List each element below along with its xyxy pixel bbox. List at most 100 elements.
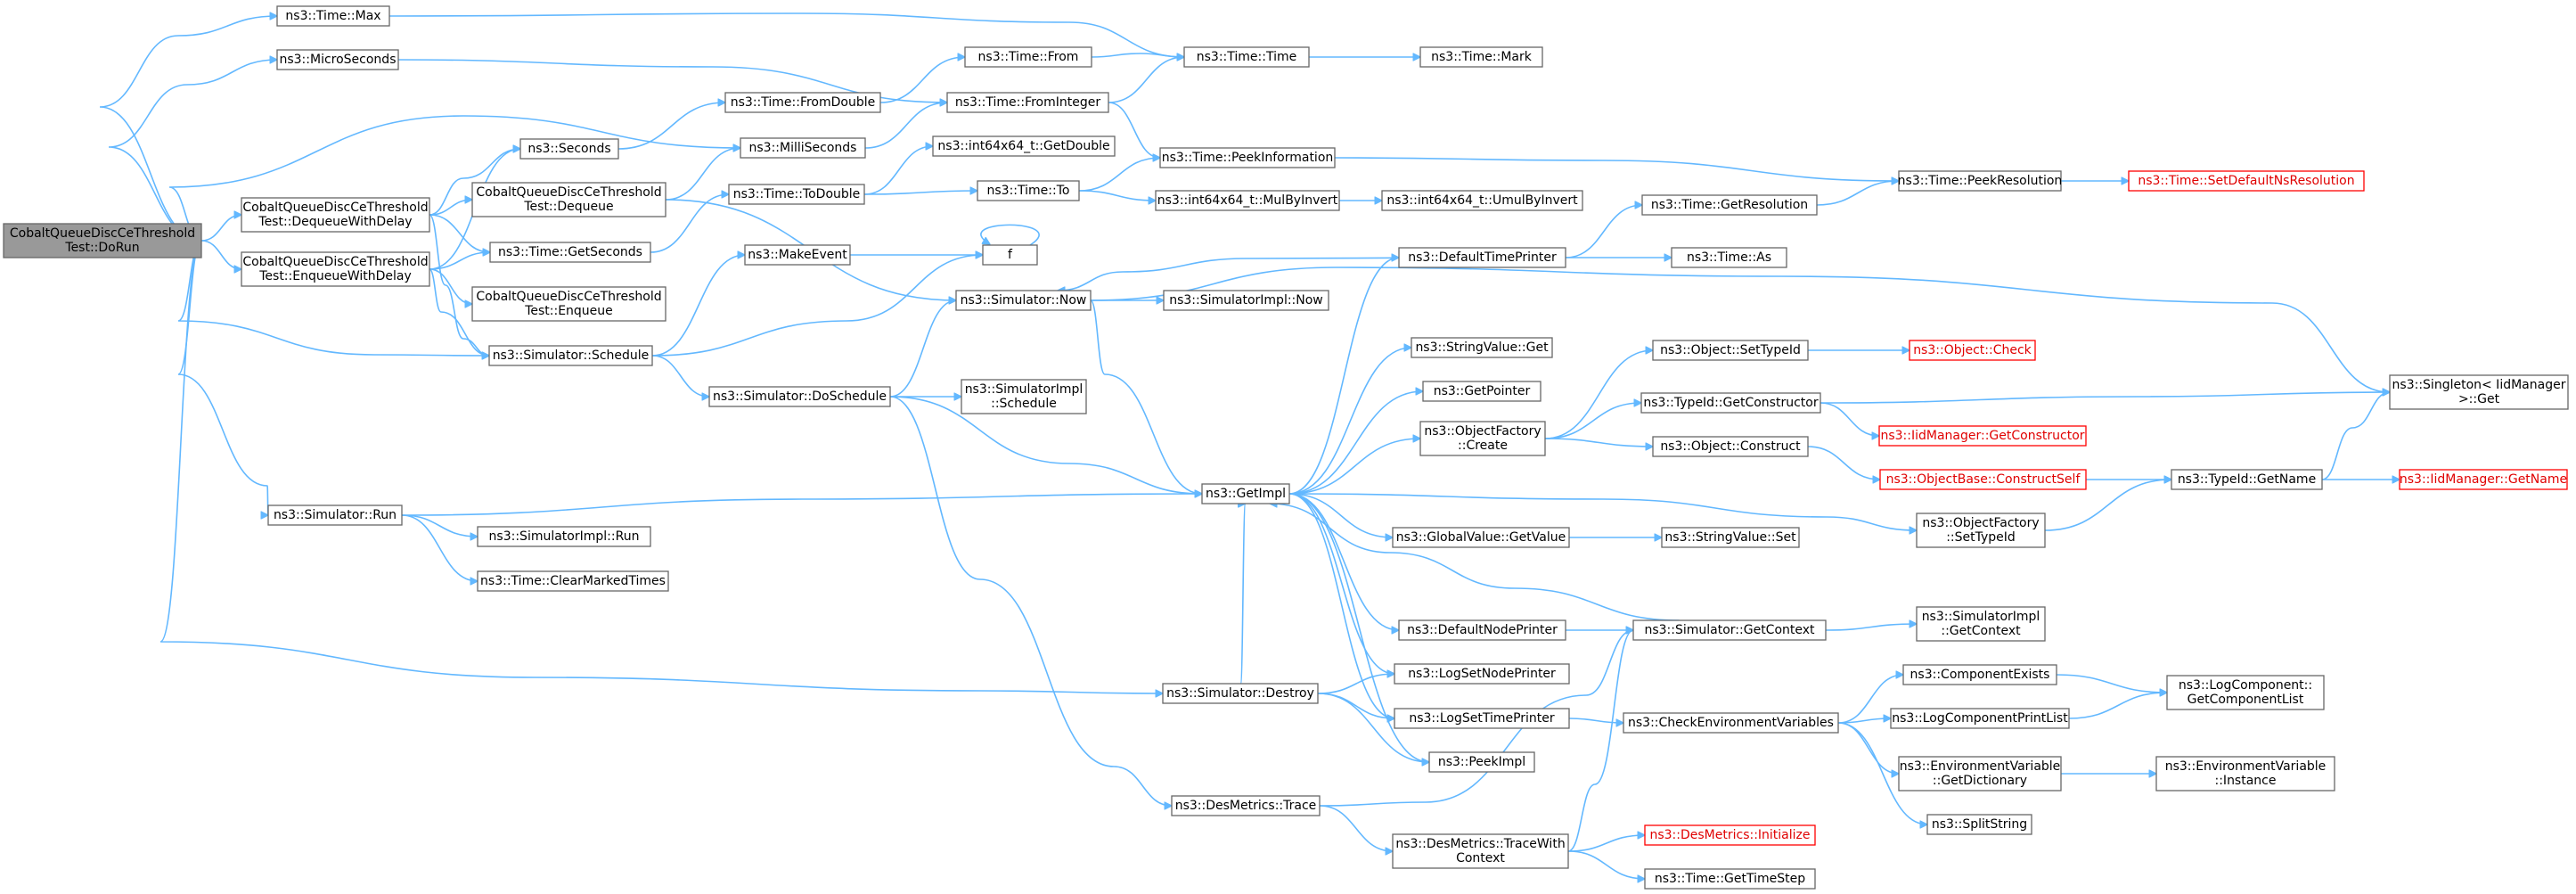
node-iid-get-name[interactable]: ns3::IidManager::GetName — [2399, 469, 2568, 490]
node-label: ::GetContext — [1941, 624, 2021, 638]
node-str-val-get[interactable]: ns3::StringValue::Get — [1411, 337, 1553, 358]
node-label: f — [1008, 248, 1013, 262]
node-peek-info[interactable]: ns3::Time::PeekInformation — [1159, 147, 1336, 168]
node-des-trace[interactable]: ns3::DesMetrics::Trace — [1171, 795, 1321, 816]
node-str-val-set[interactable]: ns3::StringValue::Set — [1661, 527, 1800, 548]
node-type-id-get-name[interactable]: ns3::TypeId::GetName — [2171, 469, 2323, 490]
node-label: ns3::LogSetNodePrinter — [1408, 667, 1556, 681]
node-env-get-dict[interactable]: ns3::EnvironmentVariable::GetDictionary — [1898, 756, 2062, 791]
node-def-node-printer[interactable]: ns3::DefaultNodePrinter — [1398, 619, 1566, 641]
node-time-time[interactable]: ns3::Time::Time — [1183, 46, 1310, 68]
node-box — [1623, 712, 1839, 734]
node-get-impl[interactable]: ns3::GetImpl — [1201, 483, 1290, 504]
node-impl-schedule[interactable]: ns3::SimulatorImpl::Schedule — [961, 379, 1087, 414]
node-get-resolution[interactable]: ns3::Time::GetResolution — [1641, 194, 1818, 216]
node-do-schedule[interactable]: ns3::Simulator::DoSchedule — [708, 386, 891, 407]
node-max[interactable]: ns3::Time::Max — [276, 5, 390, 27]
node-box — [955, 290, 1092, 311]
node-impl-get-context[interactable]: ns3::SimulatorImpl::GetContext — [1916, 606, 2046, 642]
node-global-get-value[interactable]: ns3::GlobalValue::GetValue — [1392, 527, 1570, 548]
node-mul-by-invert[interactable]: ns3::int64x64_t::MulByInvert — [1155, 190, 1340, 211]
node-now[interactable]: ns3::Simulator::Now — [955, 290, 1092, 311]
call-edge — [1288, 493, 1394, 674]
call-edge — [388, 12, 1184, 57]
node-env-instance[interactable]: ns3::EnvironmentVariable::Instance — [2155, 756, 2335, 791]
node-log-set-node[interactable]: ns3::LogSetNodePrinter — [1394, 663, 1570, 685]
node-label: GetComponentList — [2188, 693, 2304, 707]
node-type-id-get-ctor[interactable]: ns3::TypeId::GetConstructor — [1640, 392, 1821, 414]
node-box — [2171, 469, 2323, 490]
call-edge — [401, 514, 478, 581]
node-destroy[interactable]: ns3::Simulator::Destroy — [1162, 683, 1319, 704]
node-get-double[interactable]: ns3::int64x64_t::GetDouble — [932, 135, 1116, 157]
node-umul-by-invert[interactable]: ns3::int64x64_t::UmulByInvert — [1381, 190, 1583, 211]
node-from-integer[interactable]: ns3::Time::FromInteger — [946, 92, 1109, 113]
call-edge — [1078, 190, 1156, 201]
node-get-time-step[interactable]: ns3::Time::GetTimeStep — [1644, 868, 1816, 890]
node-label: ns3::DesMetrics::Trace — [1175, 799, 1317, 813]
node-box — [1909, 340, 2036, 361]
node-label: ns3::GetPointer — [1434, 384, 1531, 398]
edge-layer — [99, 12, 2400, 879]
node-des-init[interactable]: ns3::DesMetrics::Initialize — [1644, 824, 1816, 846]
call-edge — [1090, 267, 2390, 392]
node-obj-construct[interactable]: ns3::Object::Construct — [1652, 436, 1809, 457]
node-iid-get-ctor[interactable]: ns3::IidManager::GetConstructor — [1878, 425, 2087, 447]
node-impl-now[interactable]: ns3::SimulatorImpl::Now — [1163, 290, 1329, 311]
node-label: ns3::DesMetrics::TraceWith — [1395, 837, 1565, 851]
node-box — [477, 526, 651, 547]
node-get-pointer[interactable]: ns3::GetPointer — [1422, 381, 1542, 402]
node-obj-fact-create[interactable]: ns3::ObjectFactory::Create — [1419, 421, 1546, 456]
node-enq-delay[interactable]: CobaltQueueDiscCeThresholdTest::EnqueueW… — [241, 251, 430, 287]
node-label: ns3::Time::Time — [1197, 50, 1296, 64]
node-comp-exists[interactable]: ns3::ComponentExists — [1902, 664, 2057, 685]
node-check-env[interactable]: ns3::CheckEnvironmentVariables — [1623, 712, 1839, 734]
node-make-event[interactable]: ns3::MakeEvent — [744, 244, 851, 266]
node-box — [1890, 708, 2070, 729]
node-log-set-time[interactable]: ns3::LogSetTimePrinter — [1394, 708, 1570, 729]
node-schedule[interactable]: ns3::Simulator::Schedule — [488, 345, 653, 366]
node-deq-delay[interactable]: CobaltQueueDiscCeThresholdTest::DequeueW… — [241, 197, 430, 233]
node-log-comp-get-list[interactable]: ns3::LogComponent::GetComponentList — [2166, 675, 2325, 710]
node-get-context[interactable]: ns3::Simulator::GetContext — [1632, 619, 1827, 641]
node-split-string[interactable]: ns3::SplitString — [1926, 814, 2032, 835]
node-f[interactable]: f — [982, 244, 1038, 266]
node-peek-resolution[interactable]: ns3::Time::PeekResolution — [1898, 170, 2063, 192]
node-sim-run[interactable]: ns3::Simulator::Run — [267, 504, 403, 526]
node-micro[interactable]: ns3::MicroSeconds — [276, 49, 399, 70]
node-def-time-printer[interactable]: ns3::DefaultTimePrinter — [1398, 247, 1566, 268]
call-edge — [401, 514, 478, 537]
node-peek-impl[interactable]: ns3::PeekImpl — [1428, 751, 1535, 773]
node-label: ns3::Time::FromInteger — [955, 95, 1100, 110]
node-set-def-ns-res[interactable]: ns3::Time::SetDefaultNsResolution — [2128, 170, 2365, 192]
node-log-comp-print[interactable]: ns3::LogComponentPrintList — [1890, 708, 2070, 729]
node-time-as[interactable]: ns3::Time::As — [1671, 247, 1787, 268]
call-edge — [2056, 674, 2167, 693]
node-obj-set-type-id[interactable]: ns3::Object::SetTypeId — [1652, 340, 1809, 361]
node-milli[interactable]: ns3::MilliSeconds — [740, 137, 866, 159]
node-box — [1652, 340, 1809, 361]
node-label: ns3::IidManager::GetName — [2400, 472, 2567, 487]
node-singleton-get[interactable]: ns3::Singleton< IidManager>::Get — [2389, 374, 2569, 410]
node-obj-base-construct[interactable]: ns3::ObjectBase::ConstructSelf — [1879, 469, 2087, 490]
node-to-double[interactable]: ns3::Time::ToDouble — [728, 184, 865, 205]
call-edge — [864, 103, 947, 149]
node-get-seconds[interactable]: ns3::Time::GetSeconds — [489, 242, 651, 263]
node-from[interactable]: ns3::Time::From — [964, 46, 1092, 68]
node-impl-run[interactable]: ns3::SimulatorImpl::Run — [477, 526, 651, 547]
node-from-double[interactable]: ns3::Time::FromDouble — [724, 92, 881, 113]
node-to[interactable]: ns3::Time::To — [977, 180, 1080, 201]
node-label: ns3::Time::PeekInformation — [1162, 151, 1334, 165]
node-obj-check[interactable]: ns3::Object::Check — [1909, 340, 2036, 361]
node-layer: CobaltQueueDiscCeThresholdTest::DoRunns3… — [3, 5, 2569, 890]
call-edge — [879, 57, 965, 103]
node-mark[interactable]: ns3::Time::Mark — [1419, 46, 1543, 68]
call-edge — [1825, 624, 1917, 631]
node-obj-fact-set-type-id[interactable]: ns3::ObjectFactory::SetTypeId — [1916, 513, 2046, 548]
node-box — [471, 182, 666, 217]
node-seconds[interactable]: ns3::Seconds — [519, 138, 619, 160]
node-clear-marked[interactable]: ns3::Time::ClearMarkedTimes — [477, 570, 669, 592]
